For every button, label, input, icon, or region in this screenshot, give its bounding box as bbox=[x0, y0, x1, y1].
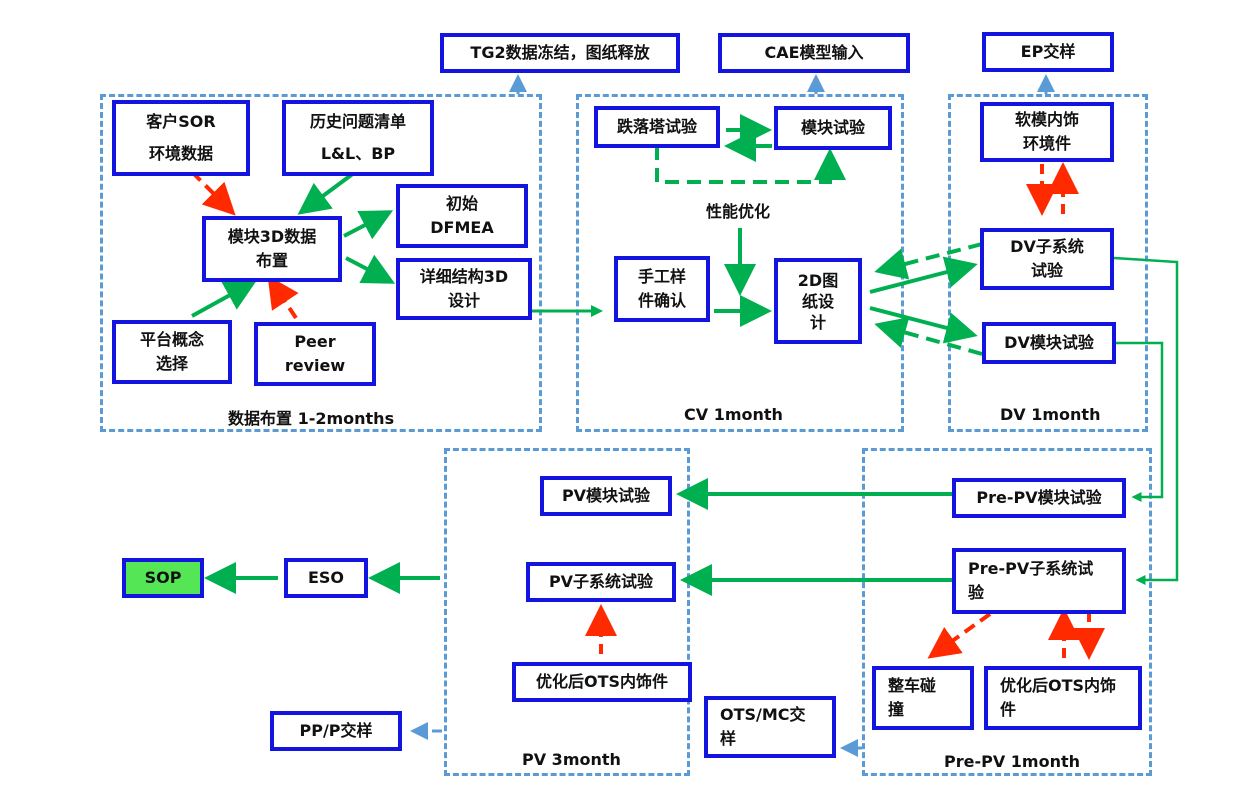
box-2d-drawing: 2D图 纸设 计 bbox=[774, 258, 862, 344]
box-detail-3d-design: 详细结构3D 设计 bbox=[396, 258, 532, 320]
box-prepv-module-test: Pre-PV模块试验 bbox=[952, 478, 1126, 518]
arrow-sor-to-layout bbox=[190, 170, 236, 216]
region-pv bbox=[444, 448, 690, 776]
region-label-pv: PV 3month bbox=[522, 750, 621, 769]
box-prepv-optimized-ots: 优化后OTS内饰 件 bbox=[984, 666, 1142, 730]
arrow-prepvsub-to-crash bbox=[927, 612, 992, 659]
box-peer-review: Peer review bbox=[254, 322, 376, 386]
box-dv-module-test: DV模块试验 bbox=[982, 322, 1116, 364]
box-pv-optimized-ots: 优化后OTS内饰件 bbox=[512, 662, 692, 702]
box-vehicle-crash: 整车碰 撞 bbox=[872, 666, 974, 730]
region-label-dv: DV 1month bbox=[1000, 405, 1101, 424]
arrow-drawing-to-dvmodule bbox=[869, 306, 978, 344]
milestone-ep: EP交样 bbox=[982, 32, 1114, 72]
box-dv-subsystem-test: DV子系统 试验 bbox=[980, 228, 1114, 290]
region-data-layout bbox=[100, 94, 542, 432]
region-prepv bbox=[862, 448, 1152, 776]
box-pv-subsystem-test: PV子系统试验 bbox=[526, 562, 676, 602]
milestone-ots-mc: OTS/MC交 样 bbox=[704, 696, 836, 758]
box-platform-concept: 平台概念 选择 bbox=[112, 320, 232, 384]
arrow-platform-to-layout bbox=[191, 280, 258, 318]
arrow-drawing-to-dvsub bbox=[869, 256, 978, 294]
arrow-dvsub-to-prepvsub bbox=[1113, 256, 1179, 585]
arrow-dvmodule-to-drawing bbox=[874, 317, 983, 356]
milestone-eso: ESO bbox=[284, 558, 368, 598]
arrow-dvsub-to-drawing bbox=[874, 242, 983, 280]
arrow-loop-perf bbox=[655, 146, 846, 184]
box-handmade-sample: 手工样 件确认 bbox=[614, 256, 710, 322]
box-drop-tower-test: 跌落塔试验 bbox=[594, 106, 720, 148]
arrow-layout-to-dfmea bbox=[343, 210, 394, 240]
box-cv-module-test: 模块试验 bbox=[774, 106, 892, 150]
milestone-pp-p: PP/P交样 bbox=[270, 711, 402, 751]
box-prepv-subsystem-test: Pre-PV子系统试 验 bbox=[952, 548, 1126, 614]
milestone-sop: SOP bbox=[122, 558, 204, 598]
region-label-prepv: Pre-PV 1month bbox=[944, 752, 1081, 771]
region-label-cv: CV 1month bbox=[684, 405, 783, 424]
region-label-data-layout: 数据布置 1-2months bbox=[228, 409, 395, 428]
arrow-dvmodule-to-prepvmodule bbox=[1114, 341, 1164, 502]
arrow-peer-to-layout bbox=[267, 275, 299, 320]
box-initial-dfmea: 初始 DFMEA bbox=[396, 184, 528, 248]
arrow-history-to-layout bbox=[297, 168, 360, 215]
box-module-3d-layout: 模块3D数据 布置 bbox=[202, 216, 342, 282]
milestone-cae: CAE模型输入 bbox=[718, 33, 910, 73]
milestone-tg2: TG2数据冻结，图纸释放 bbox=[440, 33, 680, 73]
label-performance-optimization: 性能优化 bbox=[706, 202, 771, 221]
box-history-issues: 历史问题清单 L&L、BP bbox=[282, 100, 434, 176]
arrow-layout-to-detail bbox=[345, 254, 396, 284]
box-soft-trim-parts: 软模内饰 环境件 bbox=[980, 102, 1114, 162]
box-pv-module-test: PV模块试验 bbox=[540, 476, 672, 516]
box-customer-sor: 客户SOR 环境数据 bbox=[112, 100, 250, 176]
